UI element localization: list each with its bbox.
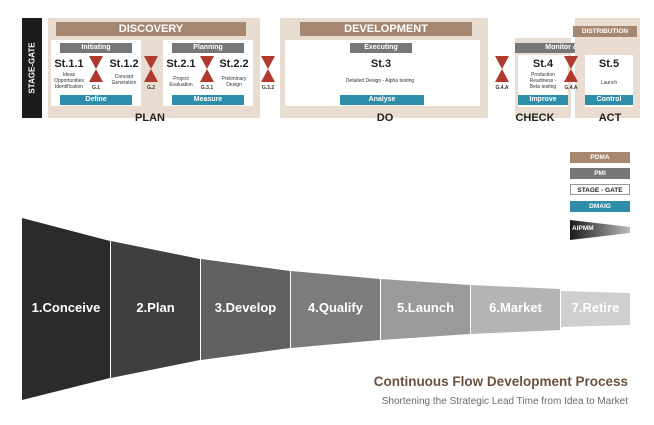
- funnel-label-1: 1.Conceive: [31, 300, 101, 315]
- initiating-header: Initiating: [60, 43, 132, 53]
- funnel-segment-2: [111, 241, 200, 378]
- funnel-label-5: 5.Launch: [396, 300, 455, 315]
- gate-g31-icon: [200, 56, 214, 82]
- funnel-label-7: 7.Retire: [571, 300, 620, 315]
- stage-st22-desc: Preliminary Design: [221, 76, 247, 88]
- funnel-segment-6: [471, 285, 560, 334]
- funnel-label-4: 4.Qualify: [308, 300, 363, 315]
- stagegate-side-bar: STAGE-GATE: [22, 18, 42, 118]
- legend-pmi: PMI: [570, 168, 630, 179]
- gate-g4a-right-icon: [564, 56, 578, 82]
- stage-st11-desc: Ideas Opportunities Identification: [54, 72, 84, 90]
- funnel-label-6: 6.Market: [489, 300, 542, 315]
- executing-header: Executing: [350, 43, 412, 53]
- stage-st5-desc: Launch: [600, 80, 618, 86]
- gate-g2-icon: [144, 56, 158, 82]
- stage-st12-desc: Concept Generation: [111, 74, 137, 86]
- pdca-act: ACT: [598, 112, 622, 124]
- legend-aipmm-label: AIPMM: [572, 225, 594, 232]
- stage-st21-desc: Project Evaluation: [169, 76, 193, 88]
- dmaic-improve: Improve: [518, 95, 568, 105]
- footer-subtitle: Shortening the Strategic Lead Time from …: [381, 396, 628, 407]
- legend-aipmm-wedge: [570, 220, 630, 240]
- pdca-do: DO: [376, 112, 394, 124]
- planning-header: Planning: [172, 43, 244, 53]
- funnel-segment-5: [381, 279, 470, 340]
- gate-g1-label: G.1: [91, 85, 101, 91]
- funnel-segment-7: [561, 291, 630, 327]
- stage-st12-code: St.1.2: [109, 58, 139, 70]
- stage-st4-desc: Production Readiness - Beta testing: [529, 72, 557, 90]
- stage-st11-code: St.1.1: [54, 58, 84, 70]
- gate-g4a-left-label: G.4.A: [495, 85, 509, 91]
- funnel-segment-1: [22, 218, 110, 400]
- stage-st21-code: St.2.1: [166, 58, 196, 70]
- dmaic-control: Control: [585, 95, 633, 105]
- legend-stagegate: STAGE - GATE: [570, 184, 630, 195]
- development-header: DEVELOPMENT: [300, 22, 472, 36]
- legend-dmaig: DMAIG: [570, 201, 630, 212]
- dmaic-measure: Measure: [172, 95, 244, 105]
- funnel-segment-3: [201, 259, 290, 360]
- gate-g31-label: G.3.1: [200, 85, 214, 91]
- discovery-header: DISCOVERY: [56, 22, 246, 36]
- gate-g2-label: G.2: [146, 85, 156, 91]
- funnel-label-3: 3.Develop: [214, 300, 277, 315]
- gate-g1-icon: [89, 56, 103, 82]
- gates-layer: [89, 56, 578, 82]
- pdca-plan: PLAN: [135, 112, 165, 124]
- gate-g4a-right-label: G.4.A: [564, 85, 578, 91]
- dmaic-define: Define: [60, 95, 132, 105]
- stage-st5-code: St.5: [598, 58, 620, 70]
- stage-st4-code: St.4: [532, 58, 554, 70]
- dmaic-analyse: Analyse: [340, 95, 424, 105]
- funnel-segment-4: [291, 271, 380, 348]
- stage-st3-code: St.3: [370, 58, 392, 70]
- legend-pdma: PDMA: [570, 152, 630, 163]
- stage-st3-desc: Detailed Design - Alpha testing: [345, 78, 415, 84]
- gate-g32-icon: [261, 56, 275, 82]
- footer-title: Continuous Flow Development Process: [373, 374, 628, 389]
- stage-st22-code: St.2.2: [219, 58, 249, 70]
- pdca-check: CHECK: [515, 112, 555, 124]
- gate-g32-label: G.3.2: [261, 85, 275, 91]
- distribution-header: DISTRIBUTION: [573, 26, 637, 37]
- funnel-label-2: 2.Plan: [136, 300, 175, 315]
- gate-g4a-left-icon: [495, 56, 509, 82]
